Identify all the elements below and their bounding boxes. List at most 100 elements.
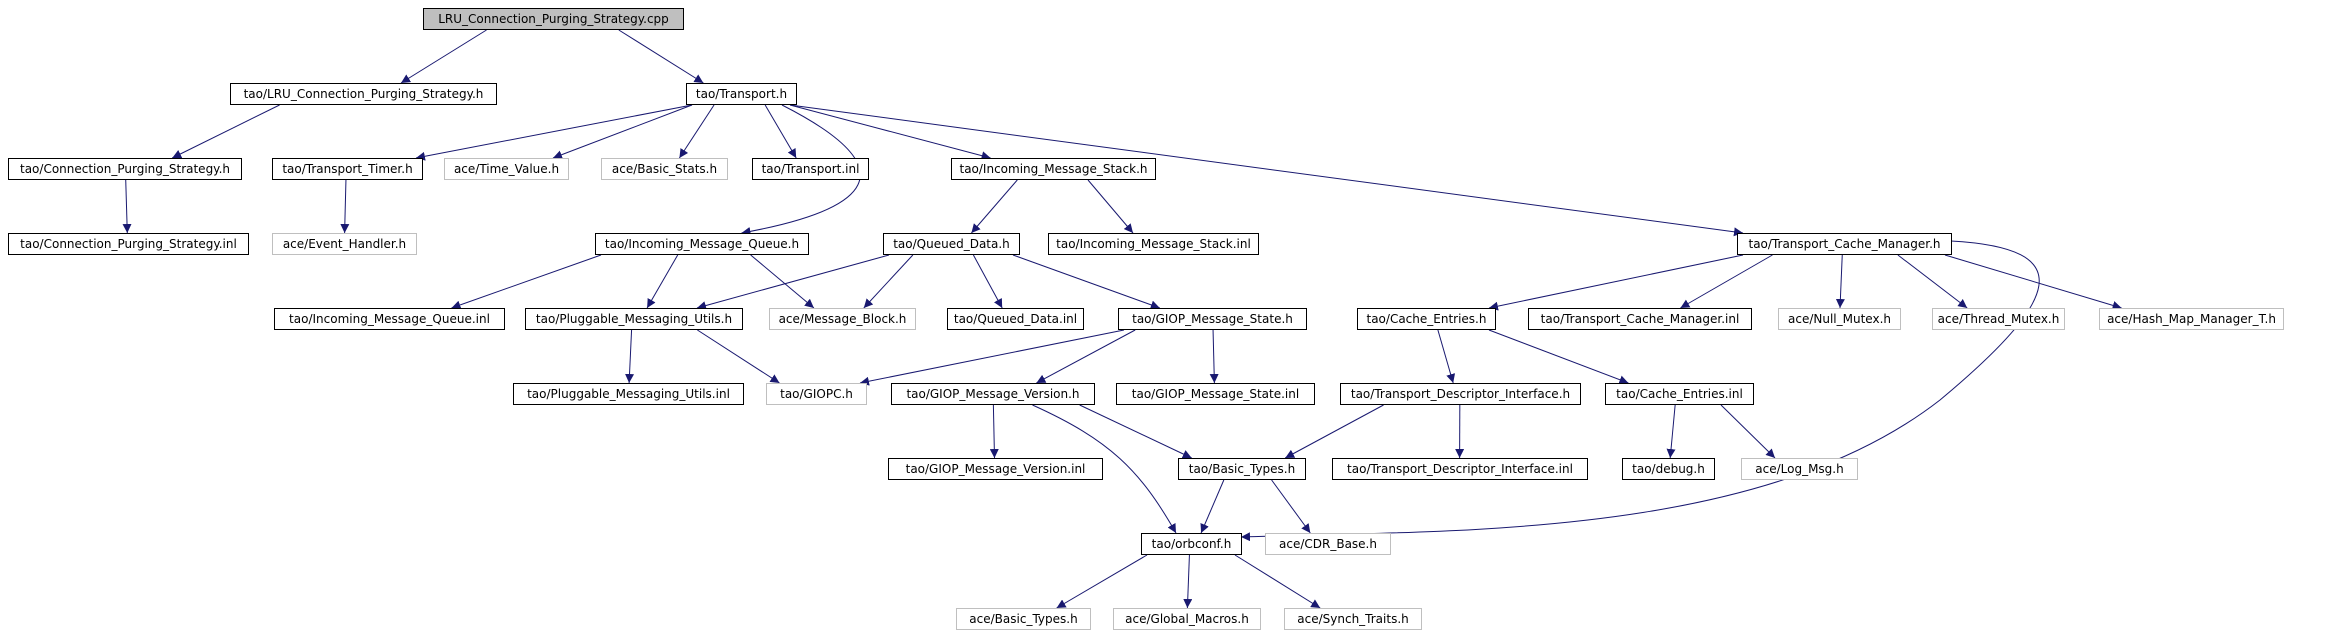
edge-qd-h-to-mb-h: [863, 254, 914, 309]
node-label: ace/Thread_Mutex.h: [1938, 312, 2060, 326]
node-label: tao/Connection_Purging_Strategy.h: [20, 162, 230, 176]
node-imq-h[interactable]: tao/Incoming_Message_Queue.h: [595, 233, 809, 255]
node-tdi-inl[interactable]: tao/Transport_Descriptor_Interface.inl: [1332, 458, 1588, 480]
node-box: [274, 308, 505, 330]
nodes-layer: LRU_Connection_Purging_Strategy.cpp tao/L…: [8, 8, 2284, 630]
edge-imq-h-to-pmu-h: [646, 254, 679, 309]
node-label: tao/Transport_Descriptor_Interface.h: [1351, 387, 1570, 401]
node-box: [752, 158, 869, 180]
node-box: [2099, 308, 2284, 330]
node-label: ace/Hash_Map_Manager_T.h: [2107, 312, 2276, 326]
edge-tcm-h-to-ce-h: [1488, 254, 1744, 311]
node-ims-h[interactable]: tao/Incoming_Message_Stack.h: [951, 158, 1156, 180]
edge-tcm-h-to-hmm-h: [1944, 254, 2122, 310]
edge-imq-h-to-imq-inl: [451, 254, 602, 310]
edge-transport-h-to-timer-h: [415, 104, 693, 161]
node-pmu-inl[interactable]: tao/Pluggable_Messaging_Utils.inl: [513, 383, 744, 405]
node-label: LRU_Connection_Purging_Strategy.cpp: [438, 12, 669, 26]
node-box: [1357, 308, 1496, 330]
node-synchtraits-h[interactable]: ace/Synch_Traits.h: [1284, 608, 1422, 630]
node-box: [1528, 308, 1752, 330]
node-box: [1332, 458, 1588, 480]
node-label: ace/Synch_Traits.h: [1297, 612, 1408, 626]
edge-gmv-h-to-gmv-inl: [989, 404, 999, 459]
node-qd-inl[interactable]: tao/Queued_Data.inl: [947, 308, 1084, 330]
node-box: [891, 383, 1095, 405]
edge-tdi-h-to-bt-h: [1284, 404, 1384, 459]
node-ce-h[interactable]: tao/Cache_Entries.h: [1357, 308, 1496, 330]
node-box: [956, 608, 1091, 630]
node-pmu-h[interactable]: tao/Pluggable_Messaging_Utils.h: [525, 308, 743, 330]
node-threadmutex-h[interactable]: ace/Thread_Mutex.h: [1932, 308, 2065, 330]
node-tcm-h[interactable]: tao/Transport_Cache_Manager.h: [1737, 233, 1952, 255]
edge-tcm-h-to-threadmutex-h: [1897, 254, 1968, 309]
node-gms-h[interactable]: tao/GIOP_Message_State.h: [1118, 308, 1307, 330]
node-label: tao/Basic_Types.h: [1189, 462, 1295, 476]
edge-ce-inl-to-logmsg-h: [1720, 404, 1776, 459]
node-transport-h[interactable]: tao/Transport.h: [686, 83, 797, 105]
node-label: tao/Queued_Data.h: [893, 237, 1010, 251]
node-cps-h[interactable]: tao/Connection_Purging_Strategy.h: [8, 158, 242, 180]
node-box: [1932, 308, 2065, 330]
edge-gms-h-to-giopc-h: [859, 329, 1125, 386]
node-globalmacros-h[interactable]: ace/Global_Macros.h: [1113, 608, 1261, 630]
node-label: tao/Transport.inl: [762, 162, 860, 176]
edge-ims-h-to-ims-inl: [1087, 179, 1134, 234]
node-giopc-h[interactable]: tao/GIOPC.h: [766, 383, 867, 405]
node-box: [1141, 533, 1242, 555]
node-acebt-h[interactable]: ace/Basic_Types.h: [956, 608, 1091, 630]
node-box: [1116, 383, 1315, 405]
node-box: [888, 458, 1103, 480]
node-box: [1340, 383, 1581, 405]
node-debug-h[interactable]: tao/debug.h: [1622, 458, 1715, 480]
node-label: tao/Transport_Cache_Manager.inl: [1541, 312, 1740, 326]
edge-qd-h-to-gms-h: [1012, 254, 1160, 310]
node-box: [1737, 233, 1952, 255]
node-bt-h[interactable]: tao/Basic_Types.h: [1178, 458, 1306, 480]
edge-transport-h-to-basicstats-h: [678, 104, 715, 159]
node-transport-inl[interactable]: tao/Transport.inl: [752, 158, 869, 180]
node-timer-h[interactable]: tao/Transport_Timer.h: [272, 158, 423, 180]
node-tcm-inl[interactable]: tao/Transport_Cache_Manager.inl: [1528, 308, 1752, 330]
node-tdi-h[interactable]: tao/Transport_Descriptor_Interface.h: [1340, 383, 1581, 405]
node-root[interactable]: LRU_Connection_Purging_Strategy.cpp: [423, 8, 684, 30]
edge-pmu-h-to-giopc-h: [697, 329, 780, 384]
node-cdrbase-h[interactable]: ace/CDR_Base.h: [1265, 533, 1391, 555]
node-box: [1284, 608, 1422, 630]
edge-qd-h-to-pmu-h: [696, 254, 890, 310]
edge-qd-h-to-qd-inl: [972, 254, 1003, 309]
node-box: [230, 83, 497, 105]
node-label: ace/Event_Handler.h: [283, 237, 406, 251]
node-qd-h[interactable]: tao/Queued_Data.h: [883, 233, 1020, 255]
node-orbconf-h[interactable]: tao/orbconf.h: [1141, 533, 1242, 555]
node-box: [423, 8, 684, 30]
node-label: tao/Transport_Descriptor_Interface.inl: [1347, 462, 1573, 476]
node-mb-h[interactable]: ace/Message_Block.h: [769, 308, 916, 330]
node-logmsg-h[interactable]: ace/Log_Msg.h: [1741, 458, 1858, 480]
node-ims-inl[interactable]: tao/Incoming_Message_Stack.inl: [1048, 233, 1259, 255]
edge-root-to-lru-h: [400, 29, 487, 84]
node-event-h[interactable]: ace/Event_Handler.h: [272, 233, 417, 255]
node-label: tao/GIOP_Message_Version.inl: [906, 462, 1086, 476]
node-label: tao/Incoming_Message_Queue.h: [605, 237, 799, 251]
node-gmv-inl[interactable]: tao/GIOP_Message_Version.inl: [888, 458, 1103, 480]
node-lru-h[interactable]: tao/LRU_Connection_Purging_Strategy.h: [230, 83, 497, 105]
edge-gmv-h-to-orbconf-h: [1032, 404, 1177, 534]
node-label: tao/Transport_Timer.h: [282, 162, 412, 176]
edge-orbconf-h-to-globalmacros-h: [1183, 554, 1193, 609]
node-label: tao/LRU_Connection_Purging_Strategy.h: [244, 87, 484, 101]
node-gmv-h[interactable]: tao/GIOP_Message_Version.h: [891, 383, 1095, 405]
node-gms-inl[interactable]: tao/GIOP_Message_State.inl: [1116, 383, 1315, 405]
node-label: tao/GIOP_Message_State.h: [1132, 312, 1293, 326]
node-timevalue-h[interactable]: ace/Time_Value.h: [444, 158, 569, 180]
edge-timer-h-to-event-h: [340, 179, 350, 234]
node-imq-inl[interactable]: tao/Incoming_Message_Queue.inl: [274, 308, 505, 330]
node-cps-inl[interactable]: tao/Connection_Purging_Strategy.inl: [8, 233, 249, 255]
node-basicstats-h[interactable]: ace/Basic_Stats.h: [601, 158, 728, 180]
node-nullmutex-h[interactable]: ace/Null_Mutex.h: [1778, 308, 1901, 330]
node-box: [8, 158, 242, 180]
edge-cps-h-to-cps-inl: [122, 179, 132, 234]
node-hmm-h[interactable]: ace/Hash_Map_Manager_T.h: [2099, 308, 2284, 330]
node-ce-inl[interactable]: tao/Cache_Entries.inl: [1605, 383, 1754, 405]
